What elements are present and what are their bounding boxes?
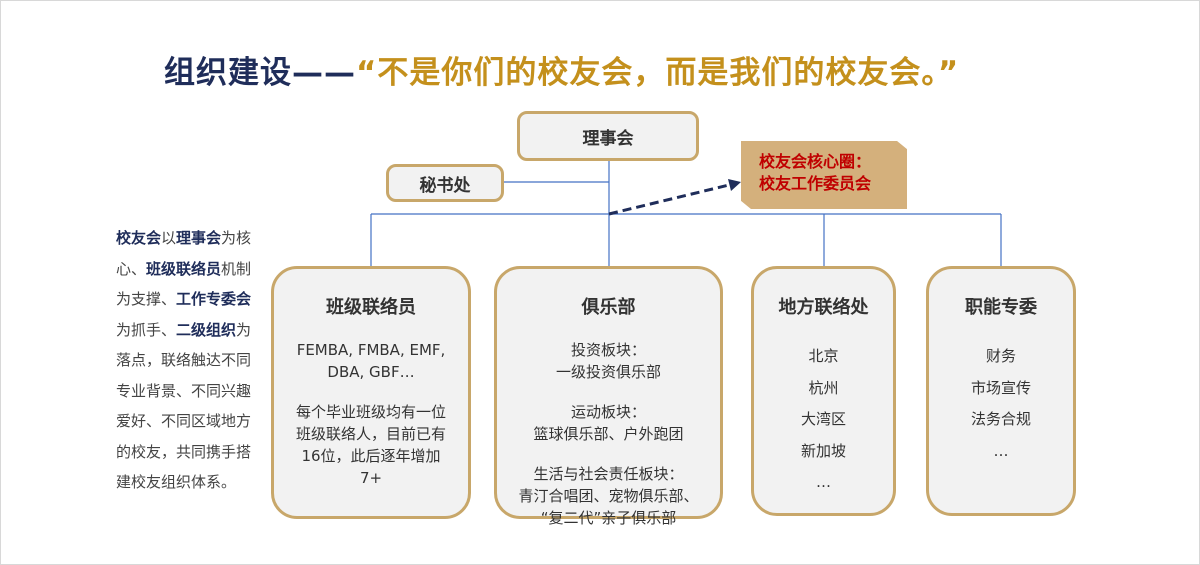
description-segment: 为抓手、 — [116, 320, 177, 339]
description-segment: 为核心、 — [116, 229, 252, 278]
core-line: 校友会核心圈： — [759, 152, 872, 171]
branch-item: 班级联络人，目前已有 — [295, 425, 446, 443]
left-description: 校友会以理事会为核心、班级联络员机制为支撑、工作专委会为抓手、二级组织为落点，联… — [116, 223, 256, 498]
description-segment: 以 — [161, 229, 177, 247]
node-council: 理事会 — [517, 111, 699, 161]
branch-item: 法务合规 — [970, 410, 1031, 428]
branch-item: … — [816, 473, 831, 491]
branch-class-liaison: 班级联络员 FEMBA, FMBA, EMF, DBA, GBF… 每个毕业班级均有一… — [271, 266, 471, 519]
branch-item: … — [993, 441, 1009, 460]
description-segment: 二级组织 — [176, 320, 237, 339]
branch-item: 运动板块： — [570, 403, 646, 421]
node-secretariat: 秘书处 — [386, 164, 504, 202]
branch-item: 一级投资俱乐部 — [555, 363, 661, 381]
branch-item: 青汀合唱团、宠物俱乐部、 — [518, 487, 699, 505]
title-part2: “不是你们的校友会，而是我们的校友会。” — [356, 55, 960, 91]
branch-item: 杭州 — [808, 378, 839, 397]
core-line: 校友工作委员会 — [759, 174, 872, 193]
branch-item: 新加坡 — [800, 441, 846, 460]
branch-functional-committees: 职能专委财务市场宣传法务合规 … — [926, 266, 1076, 516]
branch-clubs: 俱乐部投资板块： 一级投资俱乐部运动板块： 篮球俱乐部、户外跑团生活与社会责任板块：… — [494, 266, 723, 527]
description-segment: 为落点，联络触达不同专业背景、不同兴趣爱好、不同区域地方的校友，共同携手搭建校友… — [116, 320, 252, 492]
dashed-arrow — [608, 183, 730, 216]
branch-item: 北京 — [808, 347, 839, 365]
branch-title: 地方联络处 — [778, 297, 869, 318]
spacer — [274, 383, 468, 401]
description-segment: 工作专委会 — [176, 290, 252, 308]
branch-item: “复二代”亲子俱乐部 — [540, 509, 677, 527]
page-title: 组织建设——“不是你们的校友会，而是我们的校友会。” — [164, 47, 959, 92]
branch-item: 生活与社会责任板块： — [533, 465, 684, 483]
description-segment: 理事会 — [176, 229, 222, 247]
branch-title: 俱乐部 — [581, 297, 636, 318]
description-segment: 机制为支撑、 — [116, 259, 252, 309]
description-segment: 班级联络员 — [146, 259, 222, 278]
branch-item: 投资板块： — [570, 341, 646, 359]
spacer — [497, 383, 720, 401]
node-label: 秘书处 — [419, 175, 471, 196]
node-label: 理事会 — [582, 128, 634, 149]
branch-title: 班级联络员 — [326, 297, 416, 318]
branch-item: 大湾区 — [800, 410, 846, 428]
branch-item: 7+ — [359, 469, 383, 487]
branch-title: 职能专委 — [965, 297, 1037, 318]
branch-regional-offices: 地方联络处北京杭州大湾区新加坡 … — [751, 266, 896, 516]
core-circle-callout: 校友会核心圈： 校友工作委员会 — [741, 141, 907, 209]
branch-item: 16位，此后逐年增加 — [301, 447, 441, 465]
branch-item: 篮球俱乐部、户外跑团 — [533, 425, 684, 443]
branch-item: 财务 — [985, 347, 1016, 365]
branch-item: 市场宣传 — [970, 378, 1031, 397]
branch-item: 每个毕业班级均有一位 — [295, 403, 446, 421]
description-segment: 校友会 — [116, 229, 162, 247]
spacer — [497, 445, 720, 463]
arrow-head-icon — [728, 179, 741, 191]
branch-item: FEMBA, FMBA, EMF, — [296, 341, 446, 359]
branch-item: DBA, GBF… — [327, 363, 415, 381]
title-part1: 组织建设—— — [164, 55, 356, 91]
